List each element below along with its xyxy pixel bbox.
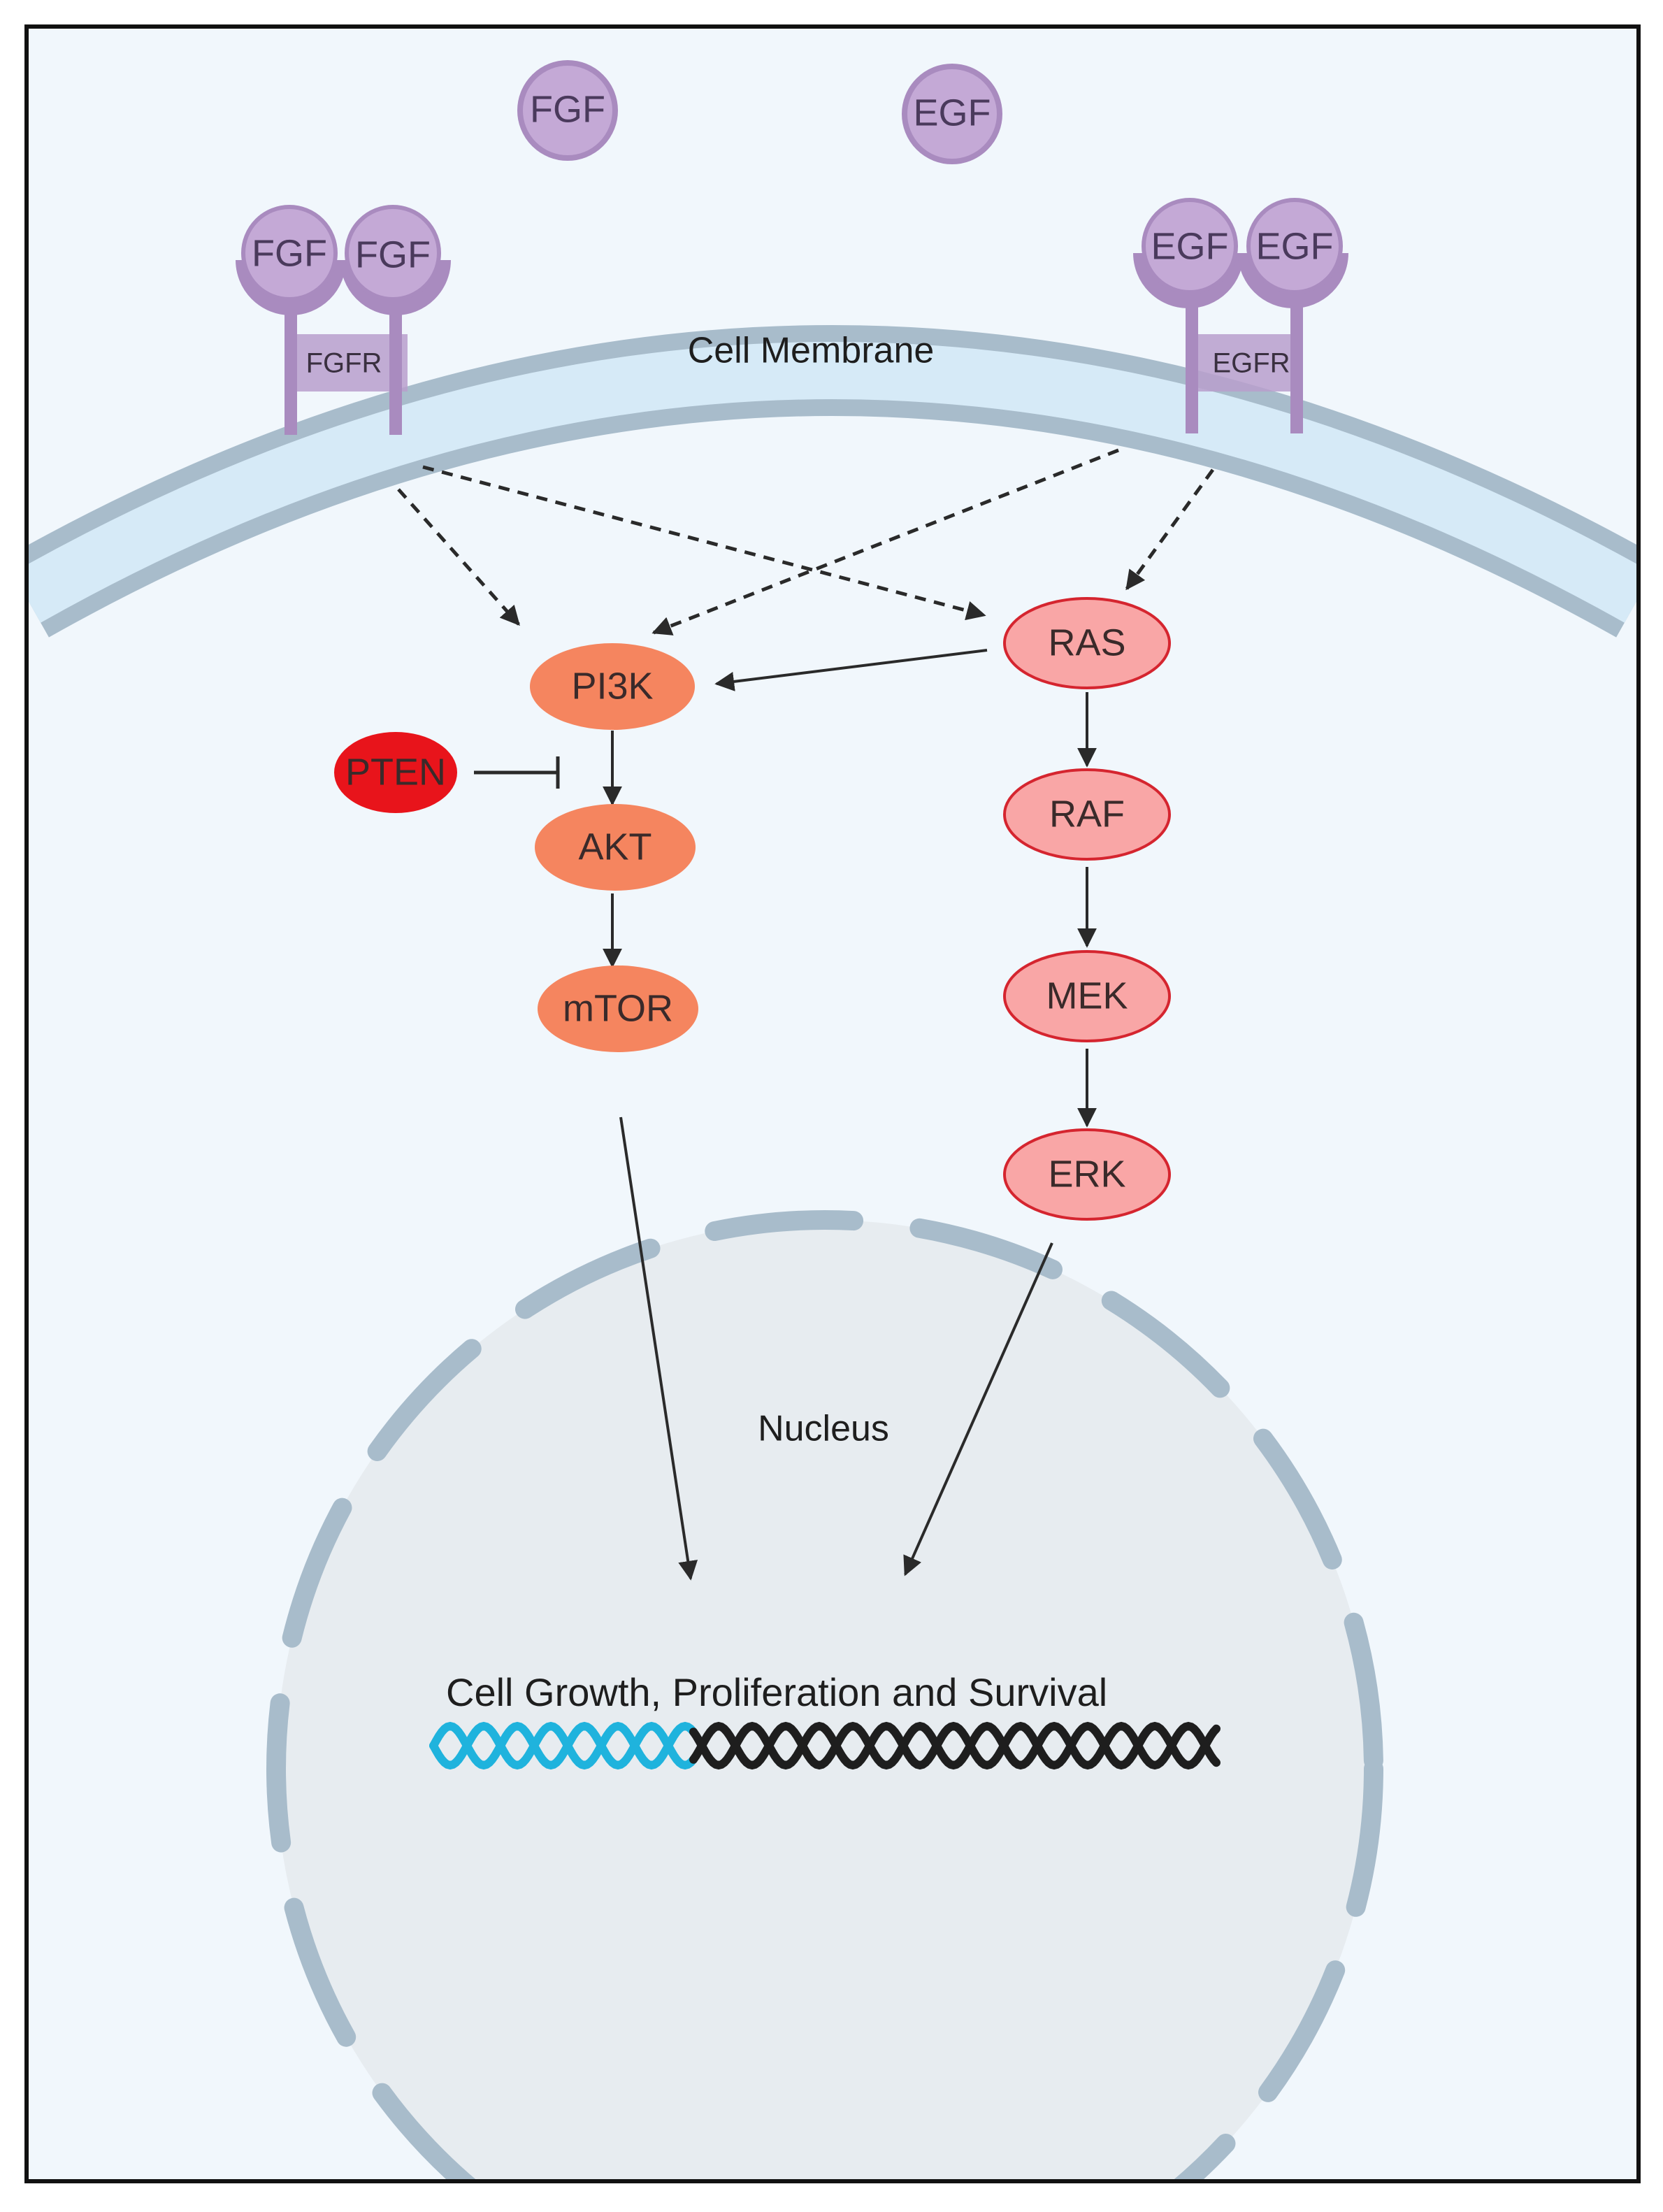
arrow-mtor-to-nucleus (619, 1116, 698, 1581)
node-akt-label: AKT (578, 826, 651, 868)
fgfr-receptor: FGF FGF FGFR (236, 205, 451, 435)
node-akt: AKT (535, 804, 696, 891)
arrow-egfr-to-ras (1125, 468, 1215, 591)
diagram-frame (24, 24, 1641, 2183)
arrow-fgfr-to-pi3k (397, 488, 520, 626)
node-mek: MEK (1003, 950, 1171, 1042)
node-mek-label: MEK (1046, 975, 1128, 1017)
node-pten: PTEN (334, 732, 457, 813)
node-ras: RAS (1003, 597, 1171, 689)
dna-inactive-strand-2 (689, 1721, 1221, 1770)
egfr-bound-egf-right: EGF (1255, 225, 1333, 267)
arrow-erk-to-nucleus (903, 1242, 1053, 1577)
dna-inactive-strand-1 (689, 1721, 1221, 1770)
dna-inactive-segment (689, 1721, 1221, 1770)
free-ligand-fgf-label: FGF (530, 88, 605, 130)
cell-membrane-label: Cell Membrane (688, 331, 935, 371)
arrow-ras-to-pi3k (714, 649, 988, 691)
node-ras-label: RAS (1048, 622, 1125, 663)
nucleus-label: Nucleus (758, 1409, 889, 1449)
pathway-arrows (603, 649, 1097, 1581)
receptor-activation-arrows (397, 448, 1215, 635)
nucleus (266, 1210, 1383, 2181)
arrow-egfr-to-pi3k (651, 448, 1119, 635)
dna-active-strand-2 (429, 1721, 698, 1770)
fgfr-label: FGFR (306, 348, 382, 379)
pten-inhibition-bar (474, 756, 560, 789)
egfr-bound-egf-left: EGF (1151, 225, 1228, 267)
dna-active-segment (429, 1721, 698, 1770)
node-erk-label: ERK (1048, 1153, 1125, 1195)
fgfr-bound-fgf-right: FGF (355, 234, 431, 275)
free-ligand-fgf: FGF (517, 60, 618, 161)
fgfr-bound-fgf-left: FGF (252, 232, 327, 274)
node-mtor: mTOR (538, 965, 698, 1052)
dna-helix-icon (429, 1721, 1221, 1770)
dna-active-strand-1 (429, 1721, 698, 1770)
node-pi3k-label: PI3K (571, 665, 653, 707)
egfr-label: EGFR (1212, 348, 1290, 379)
free-ligand-egf: EGF (902, 64, 1002, 164)
node-raf: RAF (1003, 768, 1171, 861)
egfr-receptor: EGF EGF EGFR (1133, 198, 1348, 433)
node-raf-label: RAF (1049, 793, 1125, 835)
free-ligand-egf-label: EGF (913, 92, 991, 134)
outcome-label: Cell Growth, Proliferation and Survival (446, 1670, 1107, 1714)
node-erk: ERK (1003, 1128, 1171, 1221)
node-mtor-label: mTOR (563, 987, 673, 1029)
cell-membrane (27, 325, 1639, 638)
node-pten-label: PTEN (345, 751, 446, 793)
node-pi3k: PI3K (530, 643, 695, 730)
